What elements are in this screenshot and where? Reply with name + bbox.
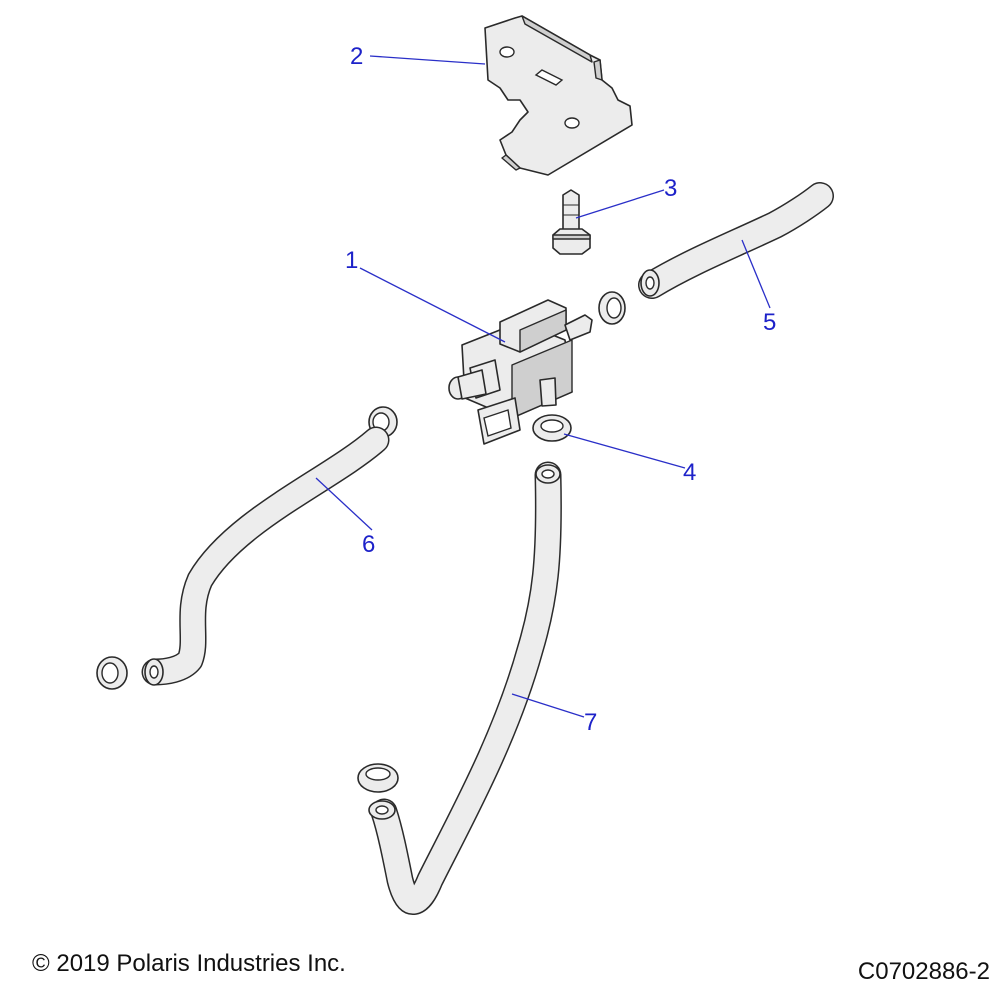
hose-5 xyxy=(638,182,834,299)
clamp-bottom xyxy=(357,763,399,793)
copyright-text: © 2019 Polaris Industries Inc. xyxy=(32,950,346,977)
leader-6 xyxy=(315,477,373,531)
valve-part xyxy=(448,299,593,445)
hose-6 xyxy=(141,426,390,686)
callout-1: 1 xyxy=(345,247,358,274)
bolt-part xyxy=(552,189,591,255)
bracket-part xyxy=(484,15,633,176)
leader-7 xyxy=(511,693,585,718)
drawing-id: C0702886-2 xyxy=(857,958,990,985)
clamp-mid xyxy=(532,414,572,442)
leader-1 xyxy=(359,267,506,343)
callout-3: 3 xyxy=(664,175,677,202)
clamp-upper-right xyxy=(598,291,626,325)
leader-4 xyxy=(563,433,686,469)
callout-7: 7 xyxy=(584,709,597,736)
clamp-lower-left xyxy=(96,656,128,690)
callout-5: 5 xyxy=(763,309,776,336)
leader-2 xyxy=(369,55,486,65)
hose-7 xyxy=(368,461,562,915)
leader-5 xyxy=(741,239,771,309)
callout-6: 6 xyxy=(362,531,375,558)
leader-3 xyxy=(575,189,665,219)
callout-4: 4 xyxy=(683,459,696,486)
callout-2: 2 xyxy=(350,43,363,70)
